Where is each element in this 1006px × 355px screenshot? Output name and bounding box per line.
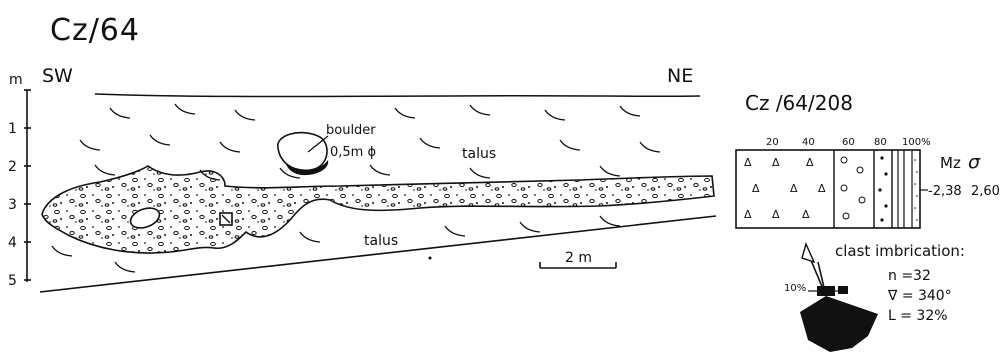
svg-text:Δ: Δ [772, 156, 780, 169]
direction-ne: NE [667, 65, 693, 87]
svg-text:Δ: Δ [752, 182, 760, 195]
sample-id: Cz /64/208 [745, 91, 853, 115]
stat-value-mz: -2,38 [928, 184, 962, 199]
percent-tick-100: 100% [902, 137, 931, 148]
svg-text:Δ: Δ [744, 208, 752, 221]
stat-value-sigma: 2,60 [971, 184, 1000, 199]
percent-tick-40: 40 [802, 137, 815, 148]
depth-tick-5: 5 [8, 273, 17, 289]
depth-axis: m 1 2 3 4 5 [8, 72, 31, 289]
site-title: Cz/64 [50, 13, 140, 48]
svg-text:Δ: Δ [806, 156, 814, 169]
imbrication-rose-diagram [800, 244, 878, 352]
ground-surface-line [95, 94, 700, 97]
boulder-label: boulder [326, 123, 376, 138]
talus-label-lower: talus [364, 233, 398, 249]
svg-text:Δ: Δ [790, 182, 798, 195]
boulder-symbol [278, 133, 328, 175]
direction-sw: SW [42, 65, 73, 87]
depth-tick-4: 4 [8, 235, 17, 251]
depth-unit: m [9, 72, 23, 88]
depth-tick-1: 1 [8, 121, 17, 137]
imbrication-n: n =32 [888, 268, 931, 284]
stat-header-sigma: σ [968, 151, 981, 173]
imbrication-vector-strength: L = 32% [888, 308, 948, 324]
talus-hatching-upper [80, 104, 660, 180]
boulder-size-label: 0,5m ϕ [330, 145, 376, 160]
scale-bar-label: 2 m [565, 250, 592, 266]
svg-text:Δ: Δ [818, 182, 826, 195]
svg-text:Δ: Δ [802, 208, 810, 221]
clast-imbrication-title: clast imbrication: [835, 242, 965, 260]
imbrication-vector-mean: ∇ = 340° [887, 288, 952, 304]
svg-text:Δ: Δ [744, 156, 752, 169]
percent-tick-20: 20 [766, 137, 779, 148]
svg-text:Δ: Δ [772, 208, 780, 221]
depth-tick-2: 2 [8, 159, 17, 175]
depth-tick-3: 3 [8, 197, 17, 213]
talus-label-upper: talus [462, 146, 496, 162]
percent-tick-60: 60 [842, 137, 855, 148]
stat-header-mz: Mz [940, 154, 961, 172]
percent-tick-80: 80 [874, 137, 887, 148]
percent-ticks: 20 40 60 80 100% [766, 137, 931, 148]
rose-scale-label: 10% [784, 283, 806, 294]
